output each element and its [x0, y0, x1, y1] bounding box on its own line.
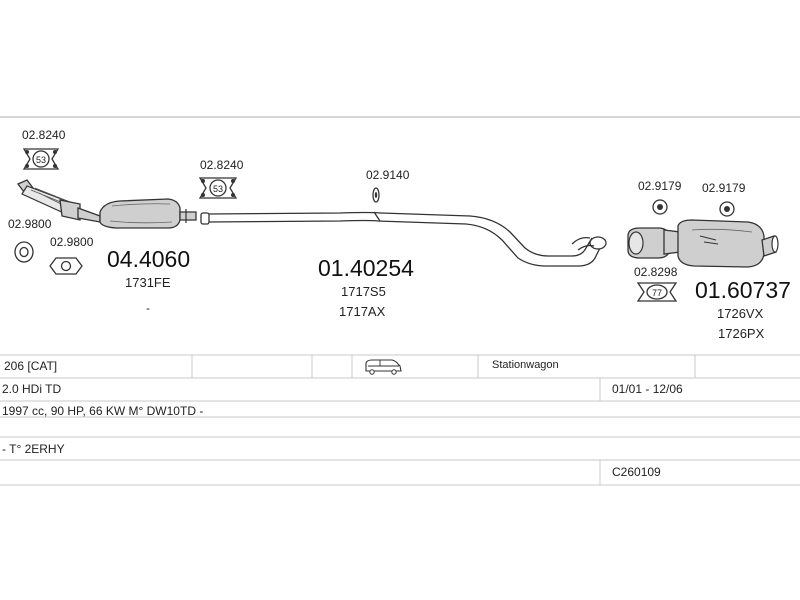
part-number-label: 02.9179	[702, 181, 746, 195]
vehicle-specs: 1997 cc, 90 HP, 66 KW M° DW10TD -	[2, 404, 204, 418]
part-number-label: 02.9800	[8, 217, 52, 231]
rubber-ring-icon	[652, 199, 668, 215]
catalog-code: C260109	[612, 465, 661, 479]
middle-pipe-part[interactable]	[200, 211, 607, 267]
vehicle-years: 01/01 - 12/06	[612, 382, 683, 396]
rubber-hanger-icon: 77	[636, 282, 678, 302]
vehicle-engine: 2.0 HDi TD	[2, 382, 62, 396]
catalyst-part-number: 04.4060	[107, 246, 190, 272]
vehicle-body-type: Stationwagon	[492, 359, 559, 371]
svg-text:53: 53	[213, 184, 223, 194]
part-number-label: 02.9179	[638, 179, 682, 193]
rubber-ring-icon	[719, 201, 735, 217]
catalytic-converter-part[interactable]	[16, 179, 197, 229]
catalyst-ref-number: 1731FE	[125, 275, 171, 290]
rubber-hanger-icon: 53	[22, 148, 60, 170]
rear-silencer-ref-number: 1726PX	[718, 326, 765, 341]
middle-pipe-part-number: 01.40254	[318, 255, 414, 281]
part-number-label: 02.9140	[366, 168, 410, 182]
rubber-ring-icon	[14, 241, 34, 263]
part-number-label: 02.8240	[200, 158, 244, 172]
rubber-hanger-icon: 53	[198, 177, 238, 199]
rear-silencer-ref-number: 1726VX	[717, 306, 764, 321]
vehicle-engine-code: - T° 2ERHY	[2, 442, 65, 456]
part-number-label: 02.8240	[22, 128, 66, 142]
vehicle-model: 206 [CAT]	[4, 359, 58, 373]
catalyst-note: -	[146, 301, 150, 315]
svg-text:77: 77	[652, 288, 662, 298]
part-number-label: 02.9800	[50, 235, 94, 249]
svg-text:53: 53	[36, 155, 46, 165]
middle-pipe-ref-number: 1717AX	[339, 304, 386, 319]
rear-silencer-part-number: 01.60737	[695, 277, 791, 303]
station-wagon-car-icon	[365, 359, 402, 375]
rubber-ring-icon	[49, 257, 83, 275]
rear-silencer-part[interactable]	[627, 219, 779, 268]
vehicle-info-table-grid	[0, 354, 800, 486]
middle-pipe-ref-number: 1717S5	[341, 284, 386, 299]
pipe-clamp-icon	[372, 187, 380, 203]
part-number-label: 02.8298	[634, 265, 678, 279]
